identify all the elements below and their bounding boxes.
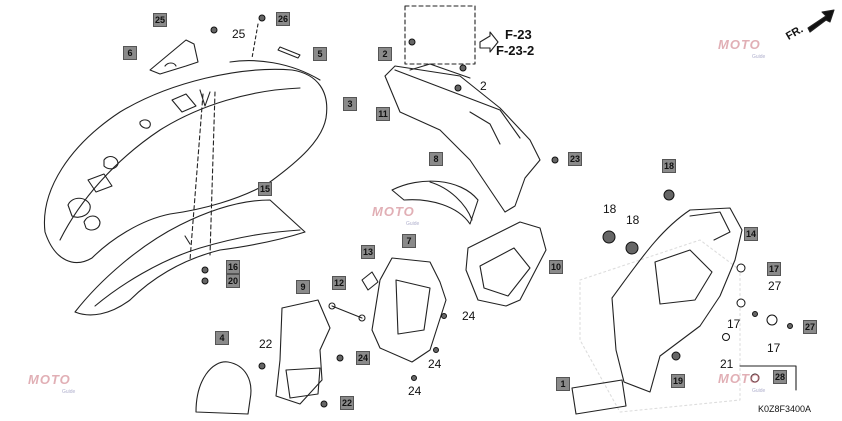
callout-16: 16 [226, 260, 240, 274]
rear-inner-box-shape [384, 65, 541, 213]
callout-2-plain: 2 [480, 79, 487, 93]
callout-24: 24 [356, 351, 370, 365]
watermark-sub-1: Guide [752, 54, 766, 60]
callout-18: 18 [662, 159, 676, 173]
reference-f23-2: F-23-2 [496, 43, 535, 58]
plate-shape [465, 221, 547, 307]
callout-17-plain-a: 17 [727, 317, 741, 331]
callout-24-plain-a: 24 [462, 309, 476, 323]
callout-22: 22 [340, 396, 354, 410]
callout-1: 1 [556, 377, 570, 391]
diagram-code: K0Z8F3400A [758, 404, 812, 414]
watermark-logo-2: MOTO [372, 204, 415, 219]
callout-6: 6 [123, 46, 137, 60]
callout-5: 5 [313, 47, 327, 61]
callout-19: 19 [671, 374, 685, 388]
callout-22-plain: 22 [259, 337, 273, 351]
callout-9: 9 [296, 280, 310, 294]
watermark-sub-2: Guide [406, 221, 420, 227]
callout-18-plain-b: 18 [626, 213, 640, 227]
callout-4: 4 [215, 331, 229, 345]
watermark-logo-1: MOTO [718, 37, 761, 52]
license-bracket-shape [371, 257, 447, 363]
callout-3: 3 [343, 97, 357, 111]
callout-26: 26 [276, 12, 290, 26]
callout-24-plain-b: 24 [428, 357, 442, 371]
callout-2: 2 [378, 47, 392, 61]
watermark-sub-4: Guide [752, 388, 766, 394]
callout-21-plain: 21 [720, 357, 734, 371]
callout-17-plain-b: 17 [767, 341, 781, 355]
inner-fender-shape [74, 199, 306, 316]
callout-23: 23 [568, 152, 582, 166]
watermark-sub-3: Guide [62, 389, 76, 395]
callout-10: 10 [549, 260, 563, 274]
watermark-logo-4: MOTO [718, 371, 761, 386]
lower-bracket-shape [275, 299, 331, 405]
cover-shape [391, 180, 479, 225]
callout-7: 7 [402, 234, 416, 248]
callout-14: 14 [744, 227, 758, 241]
callout-11: 11 [376, 107, 390, 121]
callout-13: 13 [361, 245, 375, 259]
callout-28: 28 [773, 370, 787, 384]
callout-25-plain: 25 [232, 27, 246, 41]
callout-27-plain: 27 [768, 279, 782, 293]
callout-27: 27 [803, 320, 817, 334]
bracket-shape [149, 39, 199, 75]
callout-25: 25 [153, 13, 167, 27]
reference-f23: F-23 [505, 27, 532, 42]
callout-12: 12 [332, 276, 346, 290]
callout-15: 15 [258, 182, 272, 196]
watermark-logo-3: MOTO [28, 372, 71, 387]
callout-20: 20 [226, 274, 240, 288]
splash-guard-shape [611, 207, 743, 393]
callout-24-plain-c: 24 [408, 384, 422, 398]
callout-17: 17 [767, 262, 781, 276]
callout-18-plain-a: 18 [603, 202, 617, 216]
reflector-housing-shape [195, 361, 252, 415]
rear-fender-shape [43, 68, 328, 263]
callout-8: 8 [429, 152, 443, 166]
